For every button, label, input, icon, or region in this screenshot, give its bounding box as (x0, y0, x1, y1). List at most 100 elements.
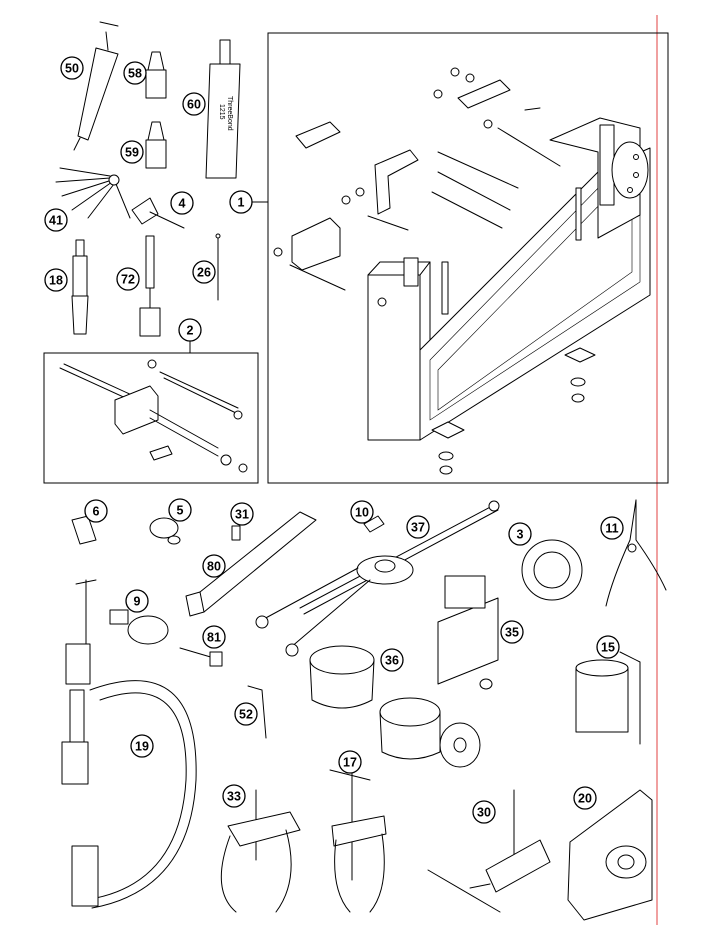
callout-layer: 1234569101115171819202630313335363741505… (44, 56, 624, 824)
engine-stand-group (251, 32, 669, 484)
callout-circle (123, 61, 147, 85)
callout-circle (202, 625, 226, 649)
callout-label: 6 (93, 505, 100, 519)
callout-1: 1 (229, 190, 253, 214)
callout-circle (44, 268, 68, 292)
callout-circle (202, 554, 226, 578)
ring-set-36 (309, 645, 481, 768)
callout-label: 72 (121, 273, 135, 287)
puller-9 (109, 609, 169, 645)
callout-30: 30 (472, 800, 496, 824)
sleeve-5 (149, 517, 181, 545)
callout-label: 15 (601, 641, 615, 655)
bolt-81 (179, 647, 223, 667)
callout-circle (120, 140, 144, 164)
callout-circle (170, 191, 194, 215)
callout-58: 58 (123, 61, 147, 85)
callout-60: 60 (182, 92, 206, 116)
callout-circle (229, 190, 253, 214)
callout-label: 5 (177, 504, 184, 518)
callout-label: 58 (128, 67, 142, 81)
callout-label: 41 (49, 214, 63, 228)
callout-circle (500, 620, 524, 644)
sealant-bottle-59 (145, 121, 167, 169)
callout-5: 5 (168, 498, 192, 522)
callout-circle (472, 800, 496, 824)
callout-label: 18 (49, 274, 63, 288)
callout-label: 50 (65, 62, 79, 76)
callout-label: 26 (197, 266, 211, 280)
stand-35 (437, 575, 499, 690)
callout-10: 10 (350, 500, 374, 524)
threebond-tube: ThreeBond 1215 (205, 39, 241, 179)
callout-circle (130, 734, 154, 758)
callout-36: 36 (380, 648, 404, 672)
callout-label: 59 (125, 146, 139, 160)
callout-label: 11 (605, 522, 618, 536)
callout-17: 17 (338, 750, 362, 774)
callout-label: 10 (355, 506, 369, 520)
tube-brand-label: ThreeBond (226, 96, 233, 131)
callout-19: 19 (130, 734, 154, 758)
callout-label: 37 (411, 521, 425, 535)
callout-18: 18 (44, 268, 68, 292)
callout-label: 81 (207, 631, 221, 645)
hex-key-52 (247, 685, 267, 739)
callout-label: 20 (578, 792, 592, 806)
callout-35: 35 (500, 620, 524, 644)
callout-circle (596, 635, 620, 659)
puller-set-frame (43, 352, 259, 484)
callout-label: 9 (134, 595, 141, 609)
slide-hammer-18 (71, 239, 89, 335)
screw-31 (231, 525, 241, 541)
callout-circle (60, 56, 84, 80)
callout-circle (44, 208, 68, 232)
callout-label: 2 (187, 324, 194, 338)
callout-circle (192, 260, 216, 284)
callout-circle (406, 515, 430, 539)
socket-tool-72 (139, 235, 161, 337)
callout-label: 1 (238, 196, 245, 210)
callout-label: 17 (343, 756, 357, 770)
flywheel-holder-37 (255, 500, 500, 657)
callout-circle (222, 784, 246, 808)
callout-26: 26 (192, 260, 216, 284)
callout-label: 33 (227, 790, 241, 804)
callout-circle (230, 502, 254, 526)
callout-circle (125, 589, 149, 613)
callout-circle (600, 516, 624, 540)
callout-15: 15 (596, 635, 620, 659)
callout-4: 4 (170, 191, 194, 215)
callout-37: 37 (406, 515, 430, 539)
callout-3: 3 (508, 522, 532, 546)
syringe-tool (73, 21, 119, 151)
callout-59: 59 (120, 140, 144, 164)
callout-circle (508, 522, 532, 546)
pin-tool-26 (215, 233, 221, 301)
puller-17 (329, 769, 387, 913)
callout-circle (338, 750, 362, 774)
callout-9: 9 (125, 589, 149, 613)
valve-tool-4 (131, 197, 185, 229)
engine-stand-frame (267, 32, 669, 484)
callout-label: 80 (207, 560, 221, 574)
callout-label: 35 (505, 626, 519, 640)
callout-label: 19 (135, 740, 149, 754)
callout-label: 60 (187, 98, 201, 112)
callout-6: 6 (84, 499, 108, 523)
callout-circle (573, 786, 597, 810)
callout-circle (350, 500, 374, 524)
wrench-80 (185, 511, 317, 617)
callout-81: 81 (202, 625, 226, 649)
callout-33: 33 (222, 784, 246, 808)
callout-2: 2 (178, 318, 202, 342)
feeler-gauge-tool (55, 167, 131, 219)
callout-72: 72 (116, 267, 140, 291)
c-clamp-19 (61, 579, 197, 909)
callout-20: 20 (573, 786, 597, 810)
callout-circle (116, 267, 140, 291)
pliers-11 (605, 499, 667, 607)
callout-11: 11 (600, 516, 624, 540)
screw-10 (363, 515, 385, 533)
